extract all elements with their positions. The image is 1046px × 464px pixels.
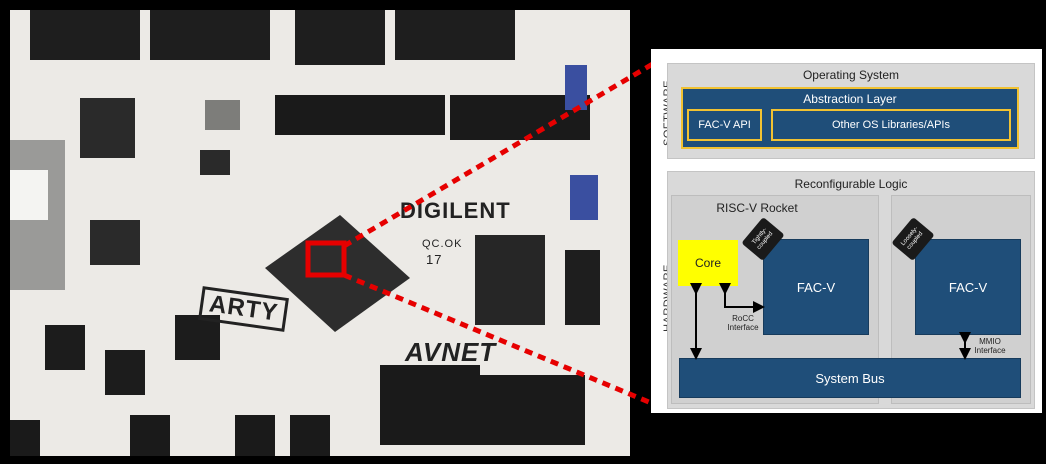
os-title: Operating System	[802, 68, 900, 82]
connection-arrows	[690, 283, 971, 360]
abstraction-layer-label: Abstraction Layer	[803, 92, 897, 106]
facv-tight-label: FAC-V	[796, 279, 836, 295]
architecture-diagram: SOFTWARE Operating System Abstraction La…	[651, 49, 1042, 413]
rocc-interface-label: RoCC Interface	[727, 314, 759, 332]
facv-tight-block: FAC-V	[763, 239, 869, 335]
system-bus-label: System Bus	[815, 370, 885, 386]
chip-highlight-box	[305, 240, 347, 278]
core-label: Core	[694, 256, 721, 270]
core-block: Core	[678, 240, 738, 286]
reconfig-title: Reconfigurable Logic	[794, 177, 908, 191]
qc-label: QC.OK	[422, 238, 463, 250]
facv-api-block: FAC-V API	[687, 109, 762, 141]
other-libs-block: Other OS Libraries/APIs	[771, 109, 1011, 141]
riscv-title: RISC-V Rocket	[716, 201, 798, 215]
avnet-logo: AVNET	[405, 337, 497, 367]
facv-api-label: FAC-V API	[698, 119, 751, 131]
board-illustration	[10, 10, 600, 456]
mmio-interface-label: MMIO Interface	[974, 337, 1006, 355]
other-libs-label: Other OS Libraries/APIs	[832, 119, 950, 131]
system-bus-block: System Bus	[679, 358, 1021, 398]
facv-loose-block: FAC-V	[915, 239, 1021, 335]
board-photo: DIGILENT ARTY AVNET QC.OK 17	[10, 10, 630, 456]
qc-number: 17	[426, 252, 443, 267]
facv-loose-label: FAC-V	[948, 279, 988, 295]
